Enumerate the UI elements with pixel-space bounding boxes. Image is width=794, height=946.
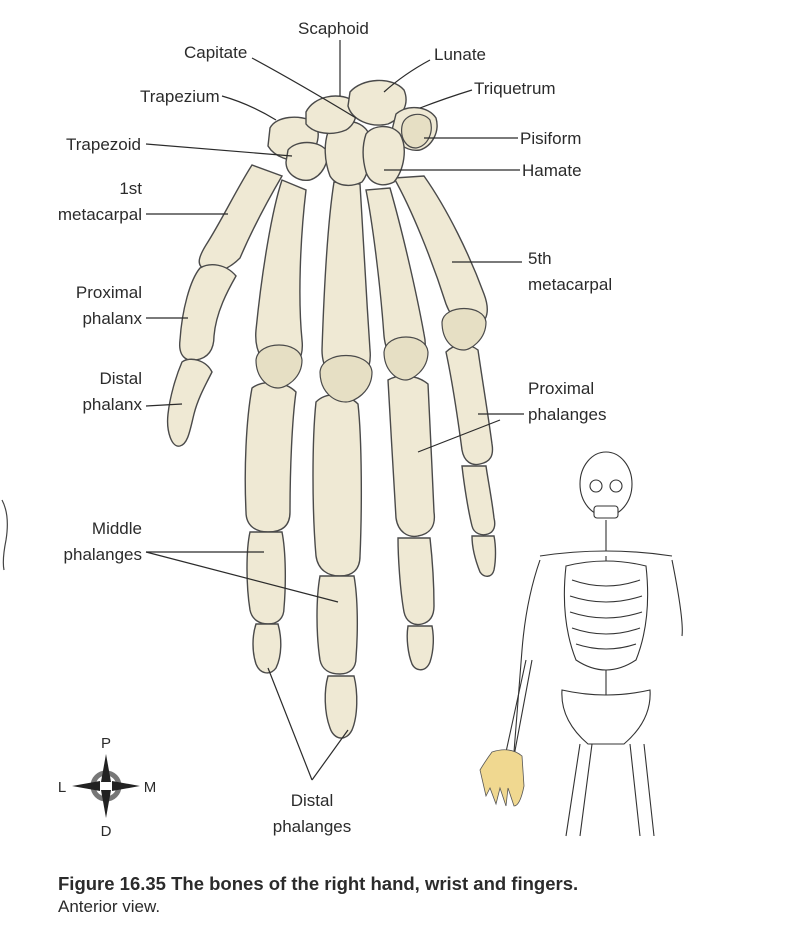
label-trapezoid: Trapezoid — [66, 135, 141, 154]
caption-title: Figure 16.35 The bones of the right hand… — [58, 873, 579, 894]
compass-label-l: L — [58, 779, 66, 796]
thumb-distal-phalanx — [166, 358, 213, 447]
middle-proximal-phalanx — [312, 394, 363, 577]
ring-proximal-phalanx — [387, 375, 436, 538]
label-middle-phalanges-line2: phalanges — [64, 545, 142, 564]
label-scaphoid: Scaphoid — [298, 19, 369, 38]
label-distal-phalanges-line2: phalanges — [273, 817, 351, 836]
hand-illustration — [166, 79, 497, 739]
leader-lines — [145, 40, 524, 781]
jaw — [593, 505, 619, 519]
label-trapezium: Trapezium — [140, 87, 220, 106]
eye-socket-left — [589, 479, 603, 493]
label-proximal-phalanges-line2: phalanges — [528, 405, 606, 424]
page-edge-mark — [1, 499, 8, 571]
label-distal-phalanx-line2: phalanx — [82, 395, 142, 414]
compass-arrow-down-icon — [101, 790, 111, 818]
figure-caption: Figure 16.35 The bones of the right hand… — [58, 872, 778, 918]
label-5th-metacarpal-line1: 5th — [528, 249, 552, 268]
highlighted-hand — [479, 749, 525, 807]
compass-arrow-right-icon — [112, 781, 140, 791]
compass-label-p: P — [101, 735, 111, 752]
eye-socket-right — [609, 479, 623, 493]
little-proximal-phalanx — [445, 344, 494, 466]
trapezoid-bone — [285, 141, 328, 181]
compass-arrow-up-icon — [101, 754, 111, 782]
label-1st-metacarpal-line2: metacarpal — [58, 205, 142, 224]
ribs-detail — [569, 579, 643, 650]
orientation-compass: P D L M — [58, 735, 156, 840]
label-hamate: Hamate — [522, 161, 582, 180]
label-proximal-phalanges-line1: Proximal — [528, 379, 594, 398]
index-distal-phalanx — [252, 623, 282, 674]
ring-mc-head — [383, 336, 429, 381]
index-middle-phalanx — [246, 531, 287, 625]
middle-middle-phalanx — [316, 575, 359, 675]
little-distal-phalanx — [471, 535, 497, 577]
compass-label-d: D — [101, 823, 112, 840]
clavicles — [539, 550, 673, 557]
ring-distal-phalanx — [406, 625, 435, 671]
label-1st-metacarpal-line1: 1st — [119, 179, 142, 198]
label-pisiform: Pisiform — [520, 129, 581, 148]
compass-label-m: M — [144, 779, 157, 796]
middle-mc-head — [319, 354, 373, 403]
scaphoid-bone — [305, 95, 357, 135]
left-leg — [629, 743, 655, 837]
ring-middle-phalanx — [397, 537, 435, 626]
label-triquetrum: Triquetrum — [474, 79, 556, 98]
right-forearm — [505, 659, 533, 757]
label-middle-phalanges-line1: Middle — [92, 519, 142, 538]
pelvis — [561, 689, 651, 745]
label-distal-phalanx-line1: Distal — [99, 369, 142, 388]
label-distal-phalanges-line1: Distal — [291, 791, 334, 810]
labels: Scaphoid Capitate Lunate Trapezium Triqu… — [58, 19, 612, 836]
compass-arrow-left-icon — [72, 781, 100, 791]
label-lunate: Lunate — [434, 45, 486, 64]
middle-metacarpal — [321, 181, 371, 385]
capitate-bone — [324, 120, 371, 187]
middle-distal-phalanx — [324, 675, 358, 739]
skeleton-overview — [479, 451, 683, 837]
label-5th-metacarpal-line2: metacarpal — [528, 275, 612, 294]
hamate-bone — [362, 125, 405, 186]
left-arm — [671, 559, 683, 637]
right-arm — [513, 559, 541, 753]
label-capitate: Capitate — [184, 43, 247, 62]
label-proximal-phalanx-line1: Proximal — [76, 283, 142, 302]
little-mc-head — [441, 308, 487, 351]
thumb-proximal-phalanx — [179, 264, 237, 362]
right-leg — [565, 743, 593, 837]
index-mc-head — [255, 344, 303, 389]
index-proximal-phalanx — [244, 381, 297, 533]
little-middle-phalanx — [461, 465, 496, 536]
label-proximal-phalanx-line2: phalanx — [82, 309, 142, 328]
caption-subtitle: Anterior view. — [58, 897, 161, 916]
